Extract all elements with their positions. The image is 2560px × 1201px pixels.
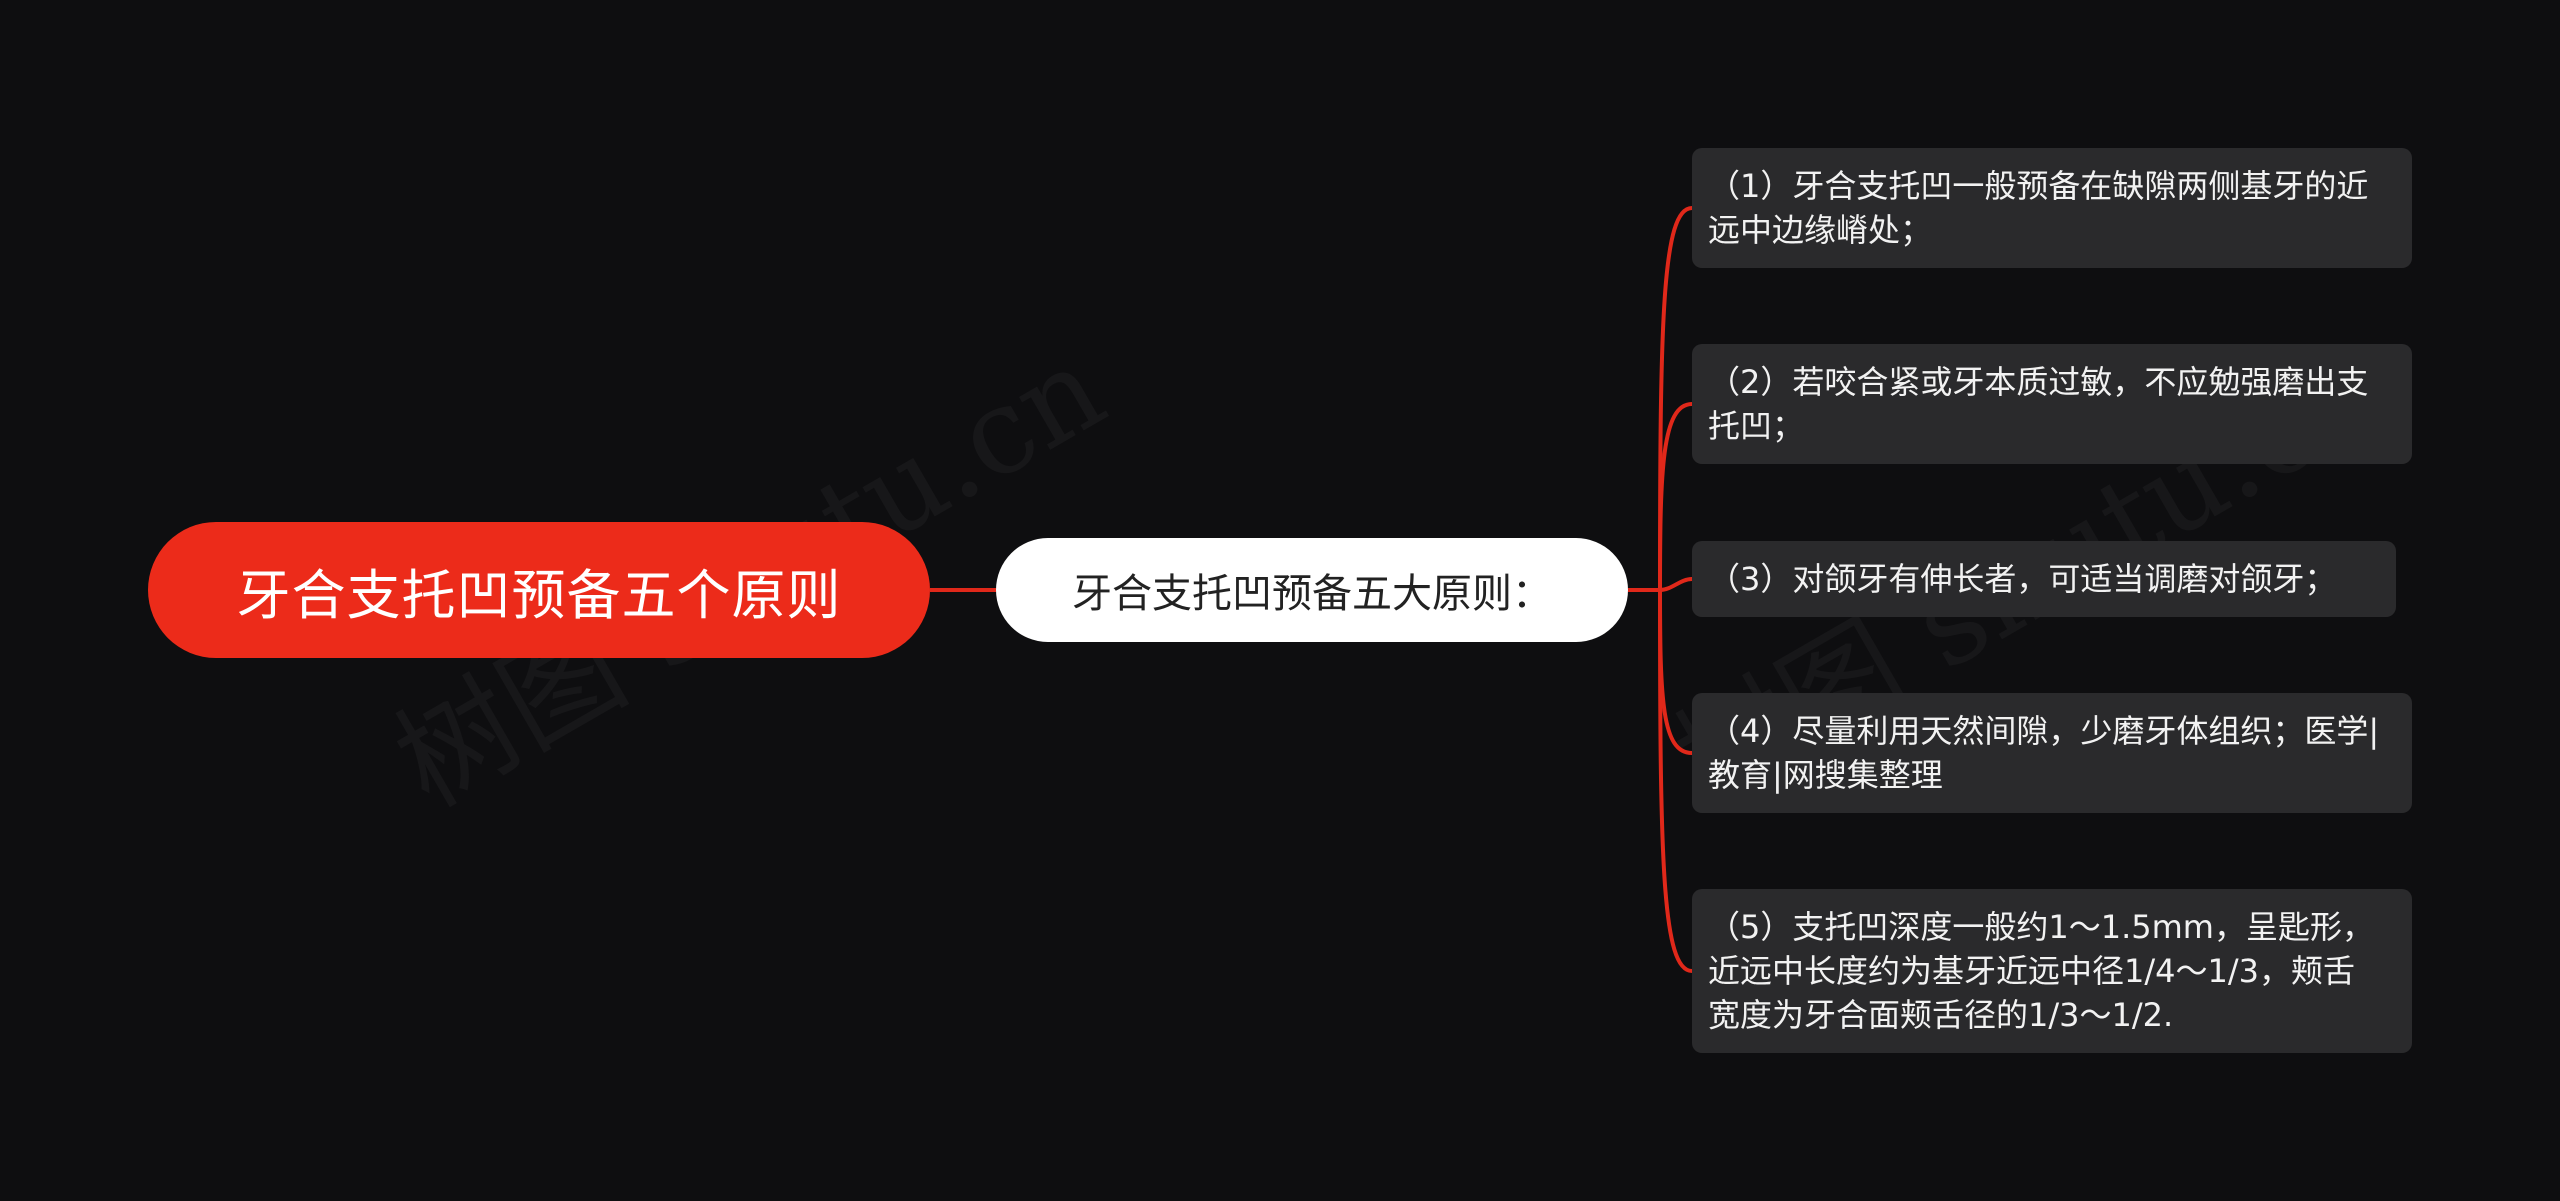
branch-node-label: 牙合支托凹预备五大原则： (1072, 571, 1552, 617)
branch-node[interactable]: 牙合支托凹预备五大原则： (996, 538, 1628, 642)
connector-leaf-4 (1658, 589, 1693, 755)
connector-leaf-1 (1658, 206, 1693, 591)
leaf-node-2-text: （2）若咬合紧或牙本质过敏，不应勉强磨出支托凹； (1708, 363, 2369, 445)
leaf-node-5[interactable]: （5）支托凹深度一般约1～1.5mm，呈匙形，近远中长度约为基牙近远中径1/4～… (1692, 889, 2412, 1053)
connector-leaf-3 (1659, 577, 1693, 592)
connector-leaf-2 (1658, 402, 1693, 591)
leaf-node-4-text: （4）尽量利用天然间隙，少磨牙体组织；医学|教育|网搜集整理 (1708, 712, 2380, 794)
leaf-node-3-text: （3）对颌牙有伸长者，可适当调磨对颌牙； (1708, 560, 2337, 598)
leaf-node-3[interactable]: （3）对颌牙有伸长者，可适当调磨对颌牙； (1692, 541, 2396, 617)
leaf-node-1-text: （1）牙合支托凹一般预备在缺隙两侧基牙的近远中边缘嵴处； (1708, 167, 2369, 249)
root-node-label: 牙合支托凹预备五个原则 (236, 563, 842, 627)
root-node[interactable]: 牙合支托凹预备五个原则 (148, 522, 930, 658)
leaf-node-5-text: （5）支托凹深度一般约1～1.5mm，呈匙形，近远中长度约为基牙近远中径1/4～… (1708, 908, 2374, 1034)
connector-leaf-5 (1658, 589, 1693, 973)
leaf-node-2[interactable]: （2）若咬合紧或牙本质过敏，不应勉强磨出支托凹； (1692, 344, 2412, 464)
leaf-node-1[interactable]: （1）牙合支托凹一般预备在缺隙两侧基牙的近远中边缘嵴处； (1692, 148, 2412, 268)
leaf-node-4[interactable]: （4）尽量利用天然间隙，少磨牙体组织；医学|教育|网搜集整理 (1692, 693, 2412, 813)
